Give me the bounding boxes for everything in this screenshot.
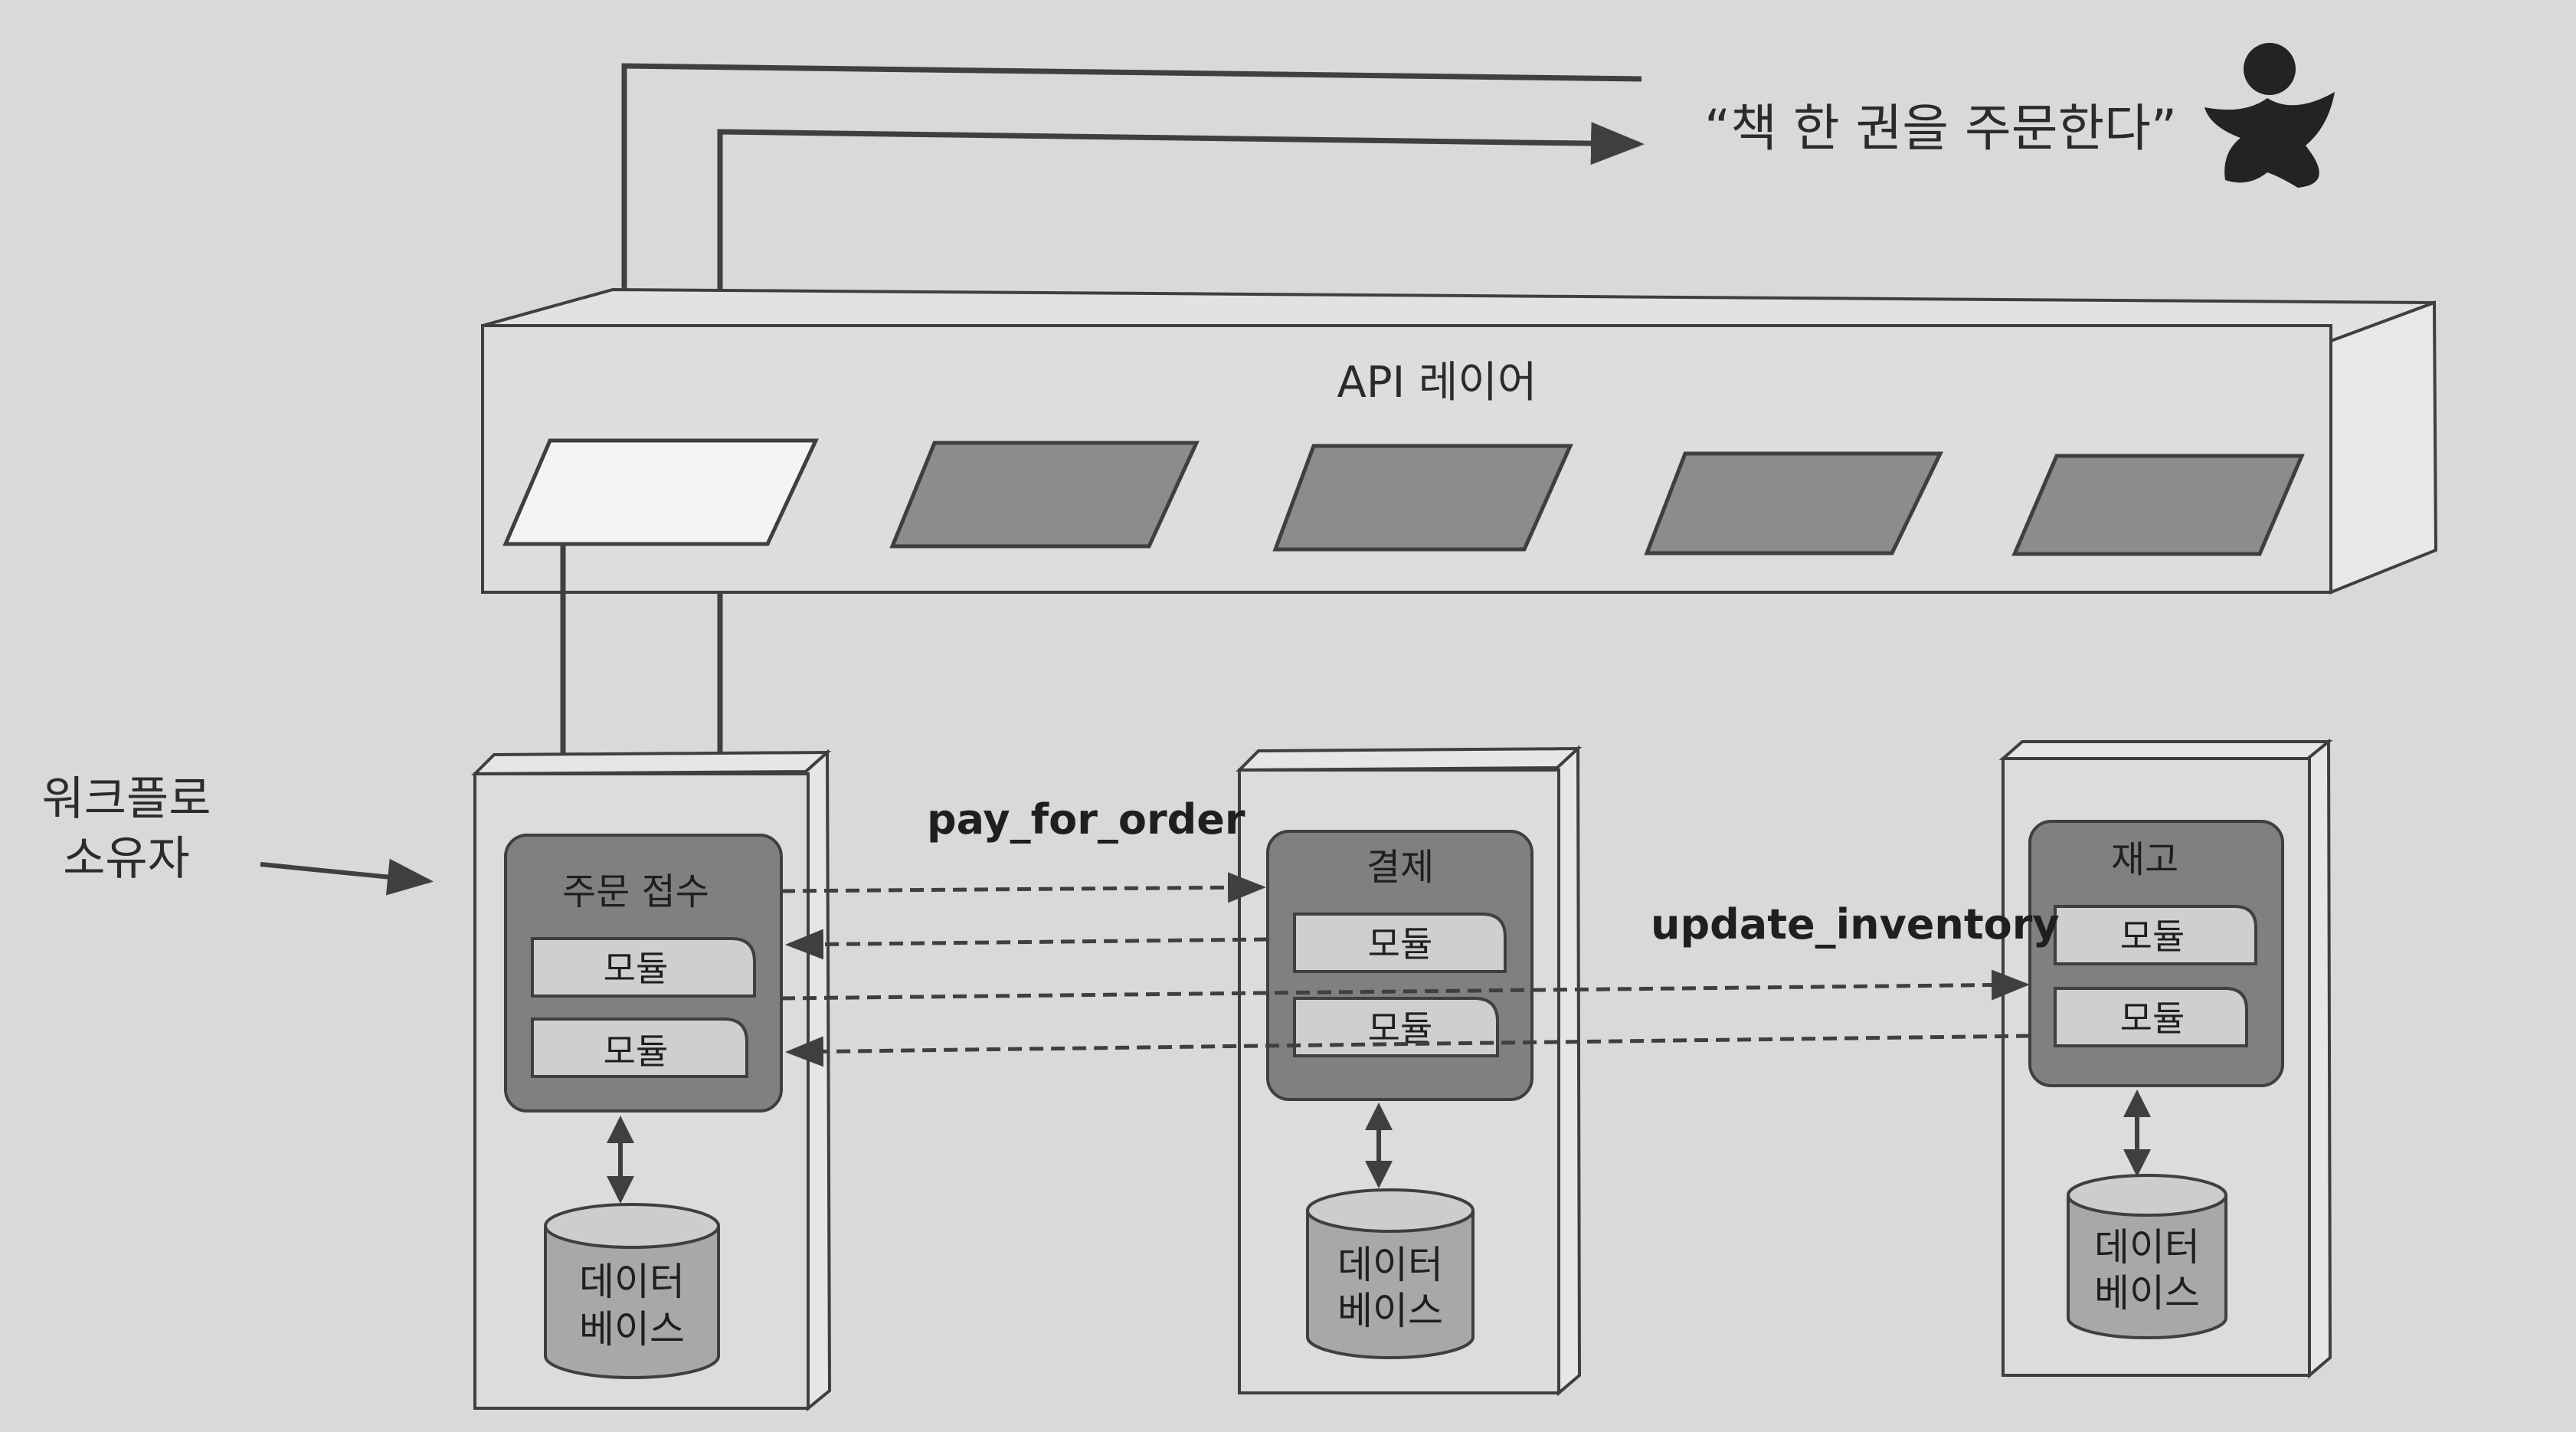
service-order-database-icon: [544, 1203, 720, 1379]
service-order-database-line2: 베이스: [579, 1307, 685, 1352]
service-calls: [781, 872, 2031, 1067]
service-order-module-label: 모듈: [604, 1031, 669, 1072]
service-inventory-name: 재고: [2111, 838, 2178, 881]
service-payment-module[interactable]: [1293, 997, 1499, 1057]
service-payment-module[interactable]: [1293, 913, 1507, 973]
service-inventory-database-icon: [2067, 1174, 2227, 1339]
service-inventory-module-label: 모듈: [2120, 998, 2185, 1039]
service-order-name: 주문 접수: [562, 870, 709, 913]
api-layer-title: API 레이어: [1337, 358, 1537, 408]
api-layer-side-face: [2329, 300, 2438, 595]
api-endpoint[interactable]: [1272, 444, 1573, 552]
service-payment: 결제 모듈 모듈 데이터 베이스: [1236, 745, 1583, 1397]
api-endpoint[interactable]: [2011, 454, 2305, 556]
api-layer: API 레이어: [481, 287, 2438, 595]
service-payment-box-top: [1236, 746, 1583, 772]
service-order: 주문 접수 모듈 모듈 데이터 베이스: [471, 749, 832, 1412]
api-endpoint[interactable]: [889, 441, 1200, 549]
service-order-module[interactable]: [531, 937, 756, 998]
service-payment-name: 결제: [1367, 846, 1434, 889]
service-payment-box-side: [1555, 745, 1582, 1397]
service-payment-database-line1: 데이터: [1337, 1243, 1443, 1287]
service-inventory-module[interactable]: [2054, 905, 2257, 965]
service-inventory-module-label: 모듈: [2120, 916, 2185, 957]
customer-quote: “책 한 권을 주문한다”: [1704, 99, 2177, 158]
service-inventory: 재고 모듈 모듈 데이터 베이스: [1998, 738, 2333, 1379]
service-order-database-line1: 데이터: [579, 1260, 685, 1304]
call-pay-for-order-request: [781, 872, 1266, 903]
workflow-owner-line2: 소유자: [63, 832, 190, 886]
service-inventory-database-line1: 데이터: [2094, 1225, 2200, 1270]
customer-icon: [2204, 43, 2335, 188]
call-update-inventory-response: [785, 1034, 2031, 1067]
call-update-inventory-label: update_inventory: [1651, 900, 2060, 949]
service-inventory-box-top: [1998, 740, 2333, 760]
service-inventory-box-side: [2306, 738, 2332, 1379]
call-update-inventory-request: [781, 969, 2030, 1001]
api-endpoints: [502, 438, 2305, 556]
call-pay-for-order-label: pay_for_order: [927, 795, 1245, 844]
service-inventory-database-line2: 베이스: [2094, 1271, 2200, 1316]
service-payment-database-line2: 베이스: [1337, 1289, 1443, 1333]
service-inventory-module[interactable]: [2054, 987, 2248, 1047]
service-order-module-label: 모듈: [604, 948, 669, 989]
service-order-box-top: [471, 750, 832, 776]
call-pay-for-order-response: [785, 929, 1268, 960]
workflow-owner: 워크플로 소유자: [42, 772, 434, 896]
service-payment-module-label: 모듈: [1368, 923, 1433, 965]
service-payment-database-icon: [1306, 1188, 1475, 1359]
api-endpoint-order[interactable]: [502, 438, 819, 546]
workflow-owner-arrow: [260, 858, 434, 896]
workflow-owner-line1: 워크플로: [42, 772, 211, 826]
service-order-module[interactable]: [531, 1017, 748, 1078]
api-endpoint[interactable]: [1644, 451, 1943, 555]
